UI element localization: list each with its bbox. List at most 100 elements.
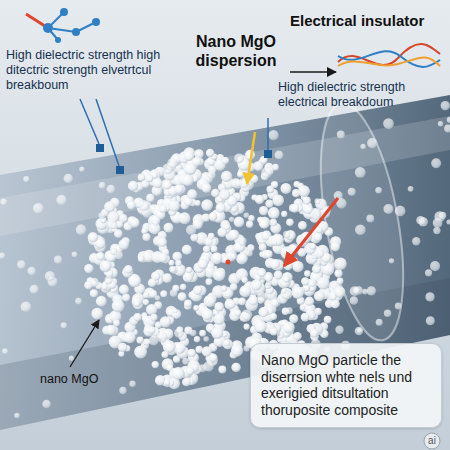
mgo-particle [304, 270, 311, 277]
mgo-particle [309, 243, 315, 249]
mgo-particle [317, 277, 330, 290]
mgo-particle [152, 361, 159, 368]
watermark-badge [424, 433, 440, 449]
mgo-particle [251, 279, 262, 290]
mgo-particle [239, 285, 251, 297]
mgo-particle [169, 200, 180, 211]
mgo-particle [299, 305, 304, 310]
mgo-particle [129, 380, 135, 386]
mgo-particle [210, 245, 217, 252]
mgo-particle [227, 300, 236, 309]
atom [72, 28, 80, 36]
mgo-particle [202, 183, 212, 193]
mgo-particle [193, 305, 199, 311]
mgo-particle [270, 297, 280, 307]
mgo-particle [61, 322, 67, 328]
mgo-particle [203, 361, 213, 371]
mgo-particle [230, 283, 237, 290]
mgo-particle [119, 387, 126, 394]
mgo-particle [446, 219, 450, 224]
mgo-particle [310, 209, 321, 220]
mgo-particle [17, 260, 26, 269]
mgo-particle [355, 327, 363, 335]
atom [92, 18, 100, 26]
atom [55, 37, 61, 43]
mgo-particle [203, 246, 210, 253]
mgo-particle [305, 297, 314, 306]
mgo-particle [219, 189, 230, 200]
mgo-particle [136, 336, 143, 343]
mgo-particle [303, 197, 311, 205]
mgo-particle [33, 203, 44, 214]
mgo-particle [134, 301, 140, 307]
mgo-particle [214, 302, 224, 312]
mgo-particle [161, 351, 168, 358]
cable-tube [0, 95, 450, 430]
mgo-particle [310, 329, 318, 337]
mgo-particle [395, 302, 402, 309]
mgo-particle [274, 150, 283, 159]
mgo-particle [155, 375, 165, 385]
mgo-particle [104, 201, 115, 212]
mgo-particle [145, 174, 153, 182]
atom [60, 8, 68, 16]
mgo-particle [259, 206, 268, 215]
mgo-particle [163, 223, 173, 233]
mgo-particle [209, 353, 218, 362]
mgo-particle [433, 227, 440, 234]
mgo-particle [261, 167, 272, 178]
mgo-particle [250, 175, 258, 183]
mgo-particle [182, 378, 191, 387]
mgo-particle [181, 174, 193, 186]
mgo-particle [384, 309, 391, 316]
mgo-particle [42, 400, 51, 409]
mgo-particle [148, 278, 157, 287]
mgo-particle [298, 185, 310, 197]
mgo-particle [164, 379, 171, 386]
mgo-particle [283, 322, 295, 334]
mgo-particle [293, 332, 301, 340]
mgo-particle [142, 233, 150, 241]
mgo-particle [222, 157, 229, 164]
mgo-particle [266, 280, 272, 286]
mgo-particle [280, 183, 291, 194]
leader-line [96, 99, 119, 166]
mgo-particle [172, 308, 177, 313]
mgo-particle [231, 363, 240, 372]
mgo-particle [194, 336, 200, 342]
mgo-particle [238, 297, 246, 305]
mgo-particle [224, 340, 231, 347]
mgo-particle [234, 217, 245, 228]
callout-box: Nano MgO particle the diserrsion whte ne… [250, 343, 442, 428]
mgo-particle [269, 219, 277, 227]
mgo-particle [218, 365, 226, 373]
mgo-particle [286, 219, 294, 227]
mgo-particle [204, 295, 216, 307]
mgo-particle [330, 299, 339, 308]
mgo-particle [236, 254, 247, 265]
callout-text: Nano MgO particle the diserrsion whte ne… [261, 352, 431, 419]
mgo-particle [159, 205, 167, 213]
mgo-particle [106, 325, 116, 335]
mgo-particle [223, 339, 233, 349]
mgo-particle [211, 252, 223, 264]
mgo-particle [248, 296, 258, 306]
mgo-particle [172, 252, 182, 262]
mgo-particle [27, 267, 36, 276]
mgo-particle [118, 343, 127, 352]
mgo-particle [127, 201, 135, 209]
mgo-particle [395, 206, 406, 217]
mgo-particle [138, 174, 145, 181]
mgo-particle [139, 200, 150, 211]
mgo-particle [186, 267, 192, 273]
mgo-particle [98, 212, 105, 219]
mgo-particle [169, 266, 176, 273]
mgo-particle [444, 125, 450, 133]
mgo-particle [174, 184, 183, 193]
mgo-particle [231, 344, 243, 356]
mgo-particle [170, 289, 178, 297]
mgo-particle [256, 195, 264, 203]
field-arrow [247, 132, 255, 184]
mgo-particle [412, 237, 420, 245]
mgo-particle [265, 250, 273, 258]
